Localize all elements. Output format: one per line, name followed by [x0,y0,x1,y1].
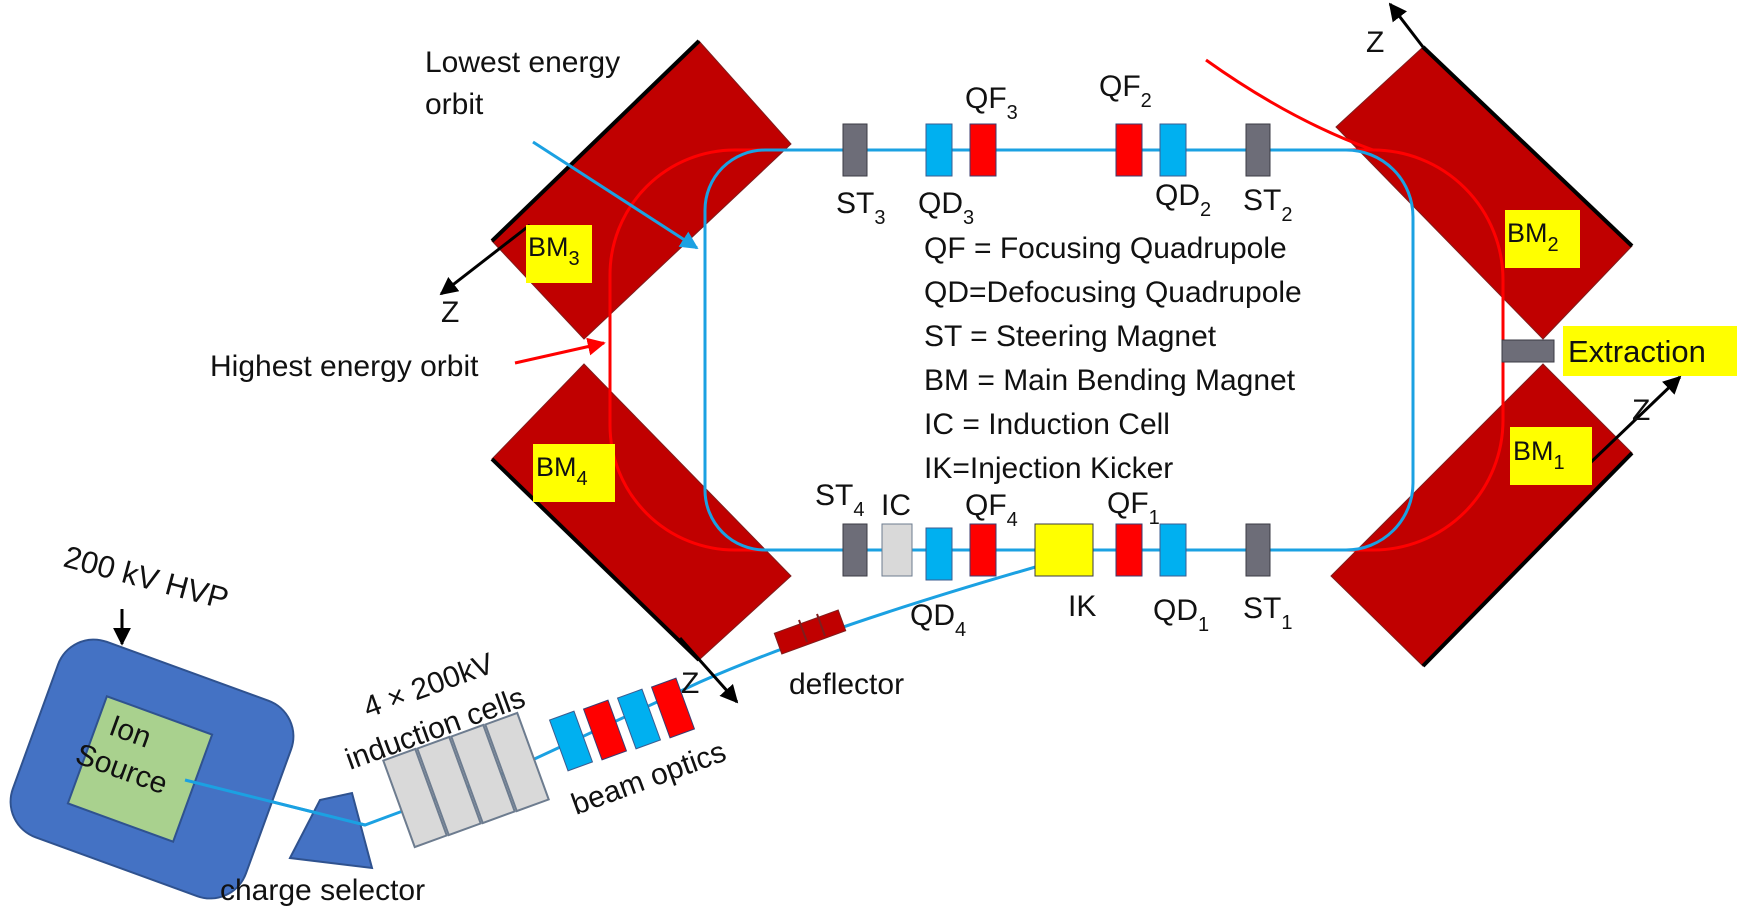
induction-cell-ic [881,523,913,577]
ion-source-beam-exit [184,778,366,827]
legend-item: IC = Induction Cell [924,408,1170,441]
focusing-quad-qf4 [969,523,997,577]
bm2-label-box [1505,210,1580,268]
focusing-quad-qf2 [1115,123,1143,177]
legend-item: QF = Focusing Quadrupole [924,232,1287,265]
st2-label: ST2 [1243,184,1292,226]
steering-magnet-st3 [842,123,868,177]
bm3-edge-line [490,39,701,243]
z-axis-arrow-bm3 [439,223,531,296]
steering-magnet-st1 [1245,523,1271,577]
deflector-label: deflector [789,668,904,701]
injection-kicker-ik [1034,523,1094,577]
qf4-label: QF4 [965,489,1018,531]
bm2-edge-line [1421,45,1634,248]
steering-magnet-st2 [1245,123,1271,177]
lowest-orbit-label-line2: orbit [425,88,484,121]
highest-orbit-pointer-arrow [514,337,606,365]
focusing-quad-qf3 [969,123,997,177]
qd4-label: QD4 [910,599,966,641]
z-label-bm1: Z [1632,394,1650,427]
bm3-label: BM3 [528,232,580,270]
defocusing-quad-qd2 [1159,123,1187,177]
extraction-label-box [1563,326,1737,376]
qd1-label: QD1 [1153,594,1209,636]
extraction-beam-path [1205,58,1374,152]
legend-item: QD=Defocusing Quadrupole [924,276,1302,309]
bm2-label: BM2 [1507,218,1559,256]
bm3-label-box [526,225,592,283]
qd3-label: QD3 [918,187,974,229]
charge-selector [288,791,374,870]
defocusing-quad-qd4 [925,527,953,581]
extraction-label: Extraction [1568,334,1706,369]
bending-magnet-bm4 [491,363,792,661]
qd2-label: QD2 [1155,179,1211,221]
charge-selector-label: charge selector [220,874,425,907]
qf2-label: QF2 [1099,70,1152,112]
legend-item: IK=Injection Kicker [924,452,1173,485]
highest-energy-orbit [608,148,1505,552]
z-label-bm3: Z [441,296,459,329]
defocusing-quad-qd3 [925,123,953,177]
lowest-orbit-pointer-arrow [532,140,699,250]
legend: QF = Focusing Quadrupole QD=Defocusing Q… [924,232,1302,485]
bm4-edge-line [490,457,701,662]
legend-item: BM = Main Bending Magnet [924,364,1296,397]
bm4-label-box [533,444,615,502]
ic-label: IC [881,489,911,522]
steering-magnet-st4 [842,523,868,577]
st4-label: ST4 [815,479,864,521]
z-axis-arrow-bm2 [1388,2,1425,48]
ik-label: IK [1068,590,1096,623]
bending-magnet-bm1 [1330,363,1633,667]
z-label-bm4: Z [681,667,699,700]
highest-orbit-label: Highest energy orbit [210,350,479,383]
deflector [773,609,847,655]
deflector-stripe-2 [816,613,826,637]
defocusing-quad-qd1 [1159,523,1187,577]
bm1-edge-line [1421,451,1634,668]
focusing-quad-qf1 [1115,523,1143,577]
lowest-orbit-label-line1: Lowest energy [425,46,620,79]
beam-optics-quads [548,677,696,772]
induction-cells [382,711,550,849]
deflector-stripe-1 [798,619,808,643]
lowest-energy-orbit [703,148,1415,552]
z-axis-arrow-bm4 [678,637,739,704]
extraction-septum [1501,339,1555,363]
bm4-label: BM4 [536,452,588,490]
beam-optics-label: beam optics [567,735,730,821]
bending-magnet-bm2 [1335,46,1633,340]
ion-source-core [66,695,214,843]
hvp-label: 200 kV HVP [60,539,232,617]
z-axis-arrow-bm1 [1586,375,1682,467]
legend-item: ST = Steering Magnet [924,320,1217,353]
bm1-label-box [1510,427,1592,485]
qf1-label: QF1 [1107,487,1160,529]
st1-label: ST1 [1243,592,1292,634]
bm1-label: BM1 [1513,436,1565,474]
st3-label: ST3 [836,187,885,229]
qf3-label: QF3 [965,82,1018,124]
z-label-bm2: Z [1366,26,1384,59]
